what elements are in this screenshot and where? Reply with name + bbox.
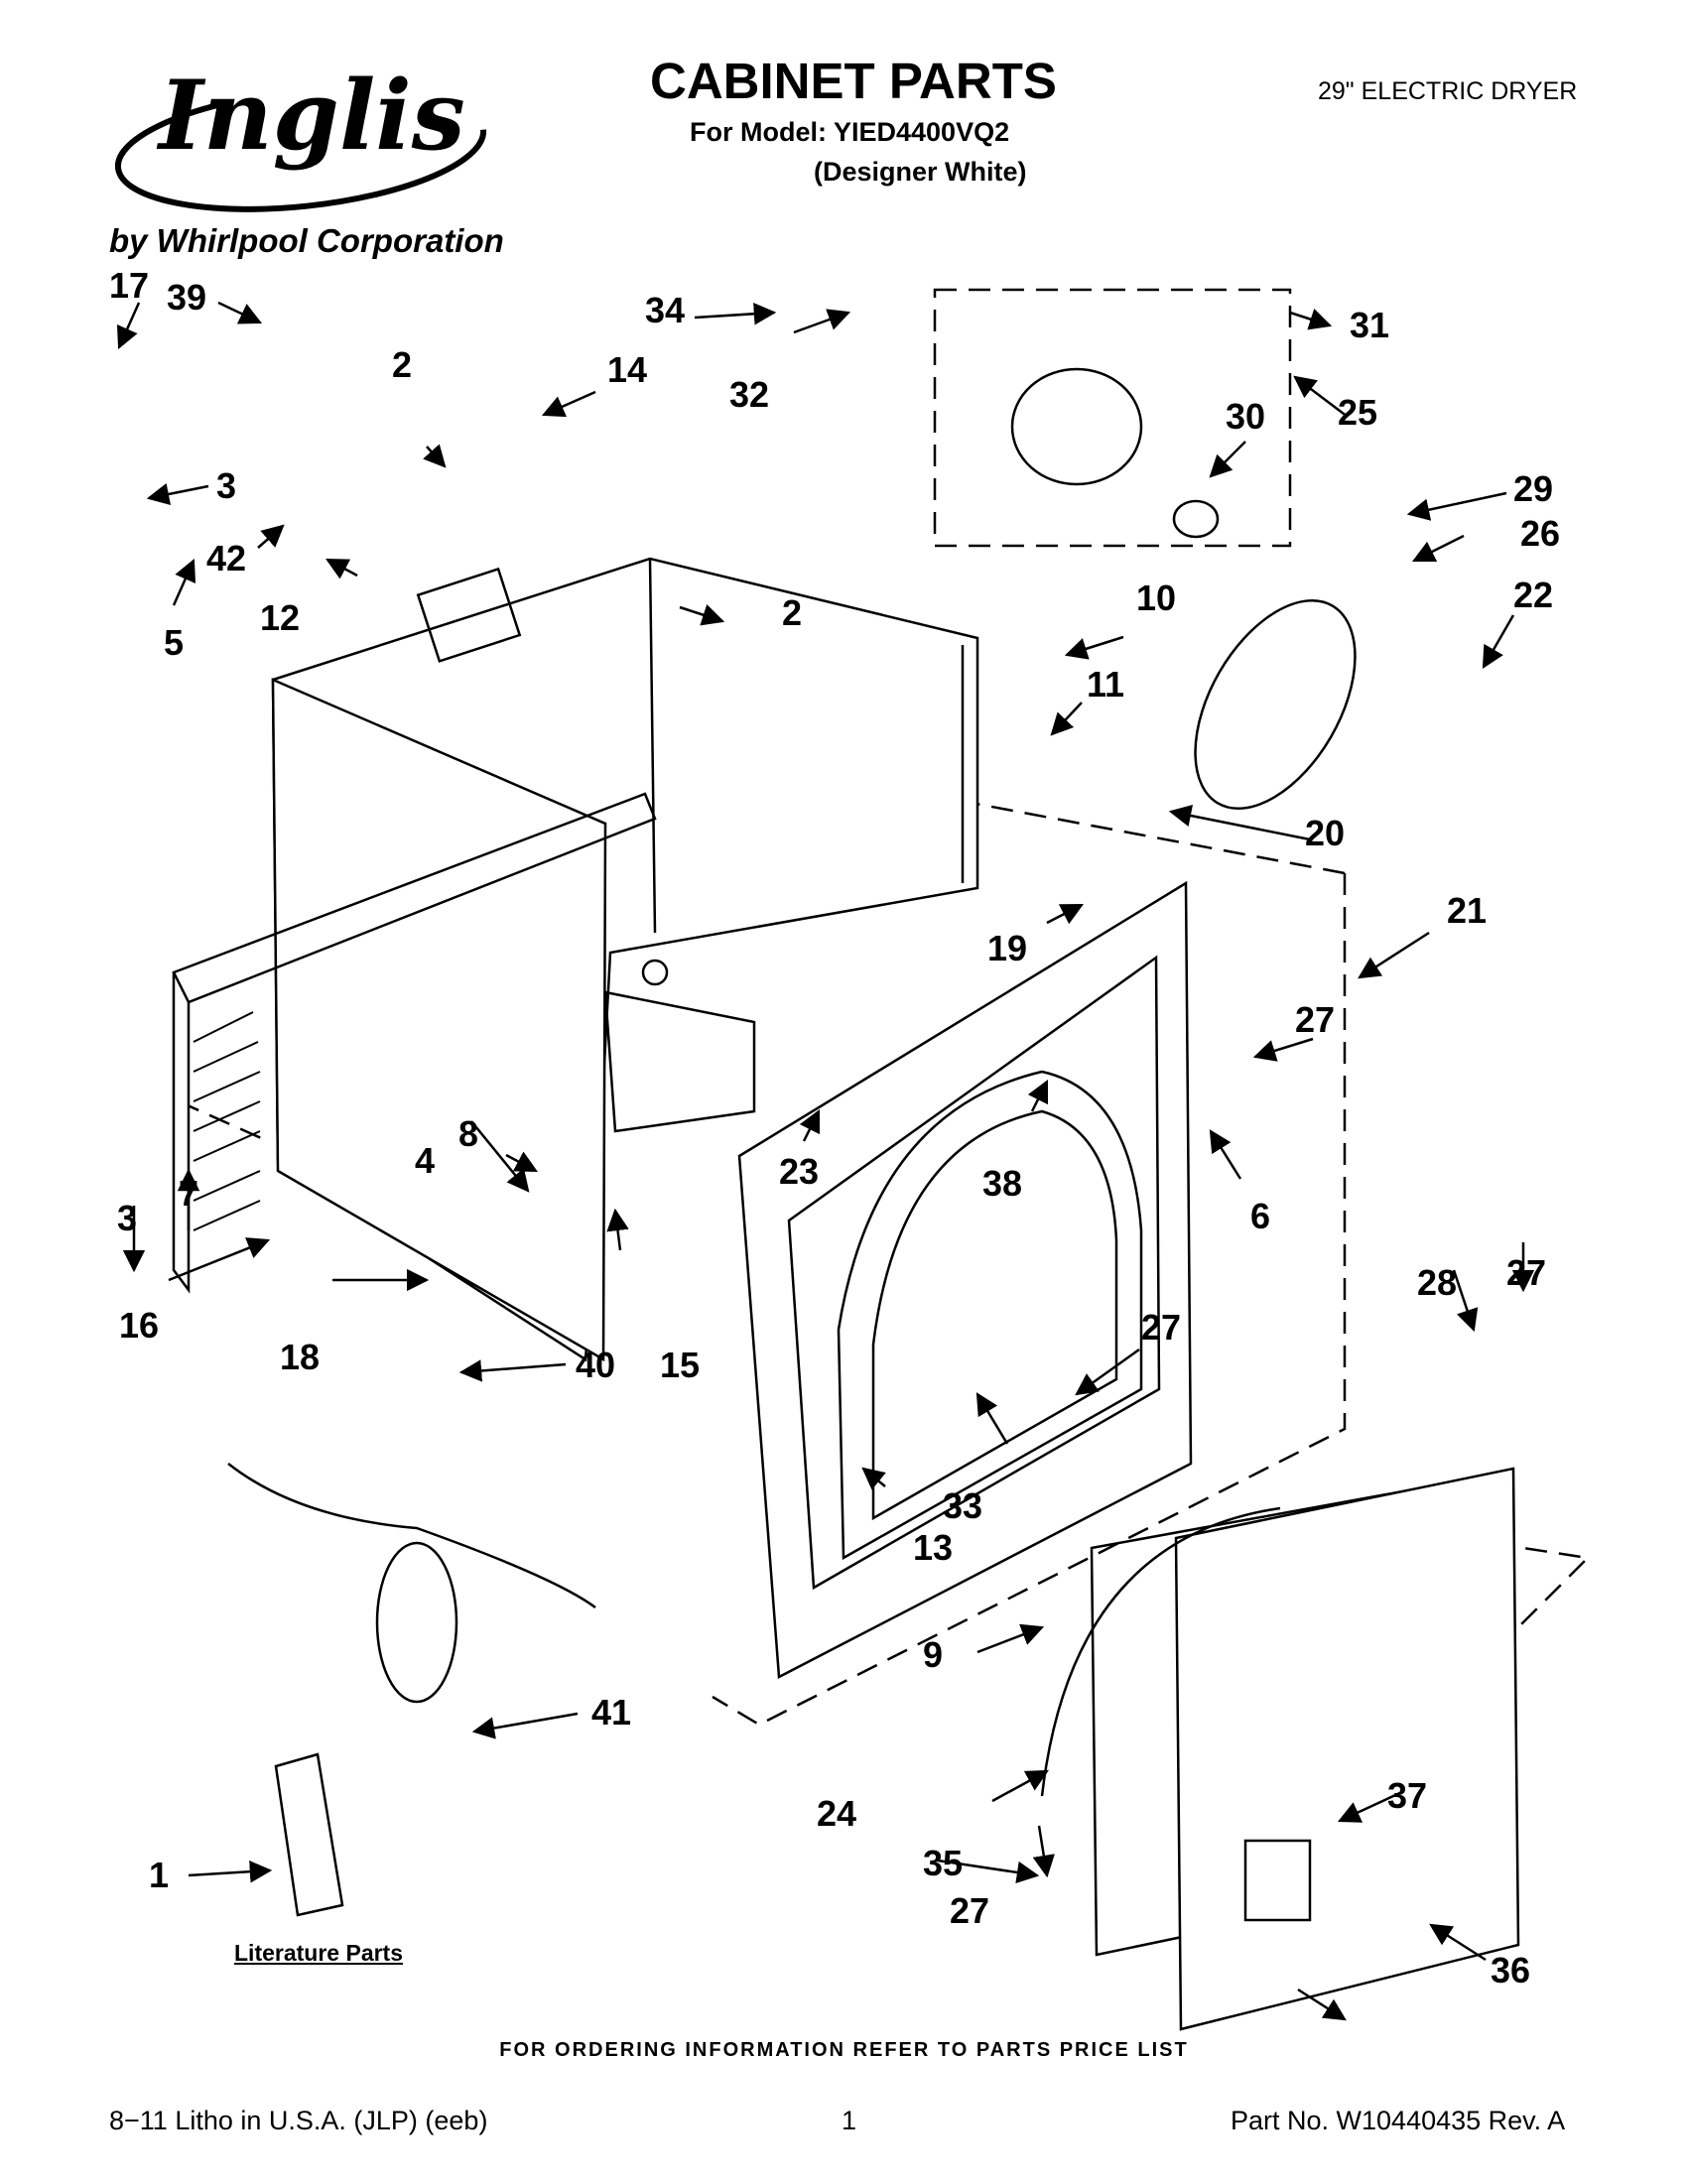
callout-8: 8 (458, 1113, 478, 1154)
part-number: Part No. W10440435 Rev. A (1231, 2106, 1566, 2135)
brand-subtitle: by Whirlpool Corporation (109, 222, 504, 259)
leader-lines (116, 301, 1535, 2021)
callout-21: 21 (1447, 890, 1487, 931)
callout-33: 33 (943, 1485, 982, 1526)
callout-23: 23 (779, 1151, 819, 1192)
callout-38: 38 (982, 1163, 1022, 1204)
callout-27: 27 (1295, 999, 1335, 1040)
callout-40: 40 (576, 1345, 615, 1385)
door-assembly (1040, 1467, 1520, 2031)
motor-assembly (1010, 367, 1357, 811)
callout-27: 27 (1506, 1252, 1546, 1293)
callout-3: 3 (117, 1198, 137, 1238)
brand-wordmark: Inglis (156, 60, 465, 172)
power-cord (227, 1463, 596, 1704)
motor-group-box (933, 288, 1292, 548)
callout-36: 36 (1491, 1950, 1530, 1991)
color-line: (Designer White) (814, 157, 1027, 187)
callout-39: 39 (167, 277, 206, 318)
product-type: 29" ELECTRIC DRYER (1318, 77, 1578, 105)
ordering-note: FOR ORDERING INFORMATION REFER TO PARTS … (499, 2039, 1189, 2061)
litho-line: 8−11 Litho in U.S.A. (JLP) (eeb) (109, 2106, 488, 2135)
callout-27: 27 (950, 1890, 989, 1931)
callout-6: 6 (1250, 1196, 1270, 1236)
callout-12: 12 (260, 597, 300, 638)
part-callouts: 1 2 2 3 3 4 5 6 7 8 9 10 11 12 13 14 15 … (109, 265, 1560, 1991)
dash-line-c (178, 1099, 269, 1143)
callout-28: 28 (1417, 1262, 1457, 1303)
model-line: For Model: YIED4400VQ2 (690, 117, 1010, 147)
callout-11: 11 (1087, 664, 1124, 705)
callout-1: 1 (149, 1855, 169, 1895)
callout-35: 35 (923, 1843, 963, 1883)
callout-34: 34 (645, 290, 685, 330)
callout-37: 37 (1387, 1775, 1427, 1816)
callout-2: 2 (392, 344, 412, 385)
dash-line-b (712, 873, 1347, 1727)
callout-29: 29 (1513, 468, 1553, 509)
callout-19: 19 (987, 928, 1027, 968)
exploded-parts-diagram: 1 2 2 3 3 4 5 6 7 8 9 10 11 12 13 14 15 … (0, 238, 1688, 2034)
callout-9: 9 (923, 1634, 943, 1675)
callout-16: 16 (119, 1305, 159, 1346)
callout-10: 10 (1136, 578, 1176, 618)
page-title: CABINET PARTS (650, 53, 1057, 109)
callout-5: 5 (164, 622, 184, 663)
front-panel (737, 880, 1193, 1679)
callout-26: 26 (1520, 513, 1560, 554)
callout-22: 22 (1513, 575, 1553, 615)
callout-25: 25 (1338, 392, 1377, 433)
callout-30: 30 (1226, 396, 1265, 437)
callout-17: 17 (109, 265, 149, 306)
callout-18: 18 (280, 1337, 320, 1377)
callout-27: 27 (1141, 1307, 1181, 1348)
inglis-logo: Inglis (107, 50, 504, 218)
callout-20: 20 (1305, 813, 1345, 853)
callout-3: 3 (216, 465, 236, 506)
callout-42: 42 (206, 538, 246, 578)
callout-32: 32 (729, 374, 769, 415)
literature-booklet (274, 1752, 344, 1917)
callout-13: 13 (913, 1527, 953, 1568)
page-number: 1 (842, 2106, 857, 2135)
callout-7: 7 (179, 1173, 198, 1214)
callout-4: 4 (415, 1140, 435, 1181)
callout-14: 14 (607, 349, 647, 390)
callout-31: 31 (1350, 305, 1389, 345)
callout-41: 41 (591, 1692, 631, 1733)
callout-15: 15 (660, 1345, 700, 1385)
callout-24: 24 (817, 1793, 856, 1834)
callout-2: 2 (782, 592, 802, 633)
literature-parts-label: Literature Parts (234, 1940, 404, 1966)
